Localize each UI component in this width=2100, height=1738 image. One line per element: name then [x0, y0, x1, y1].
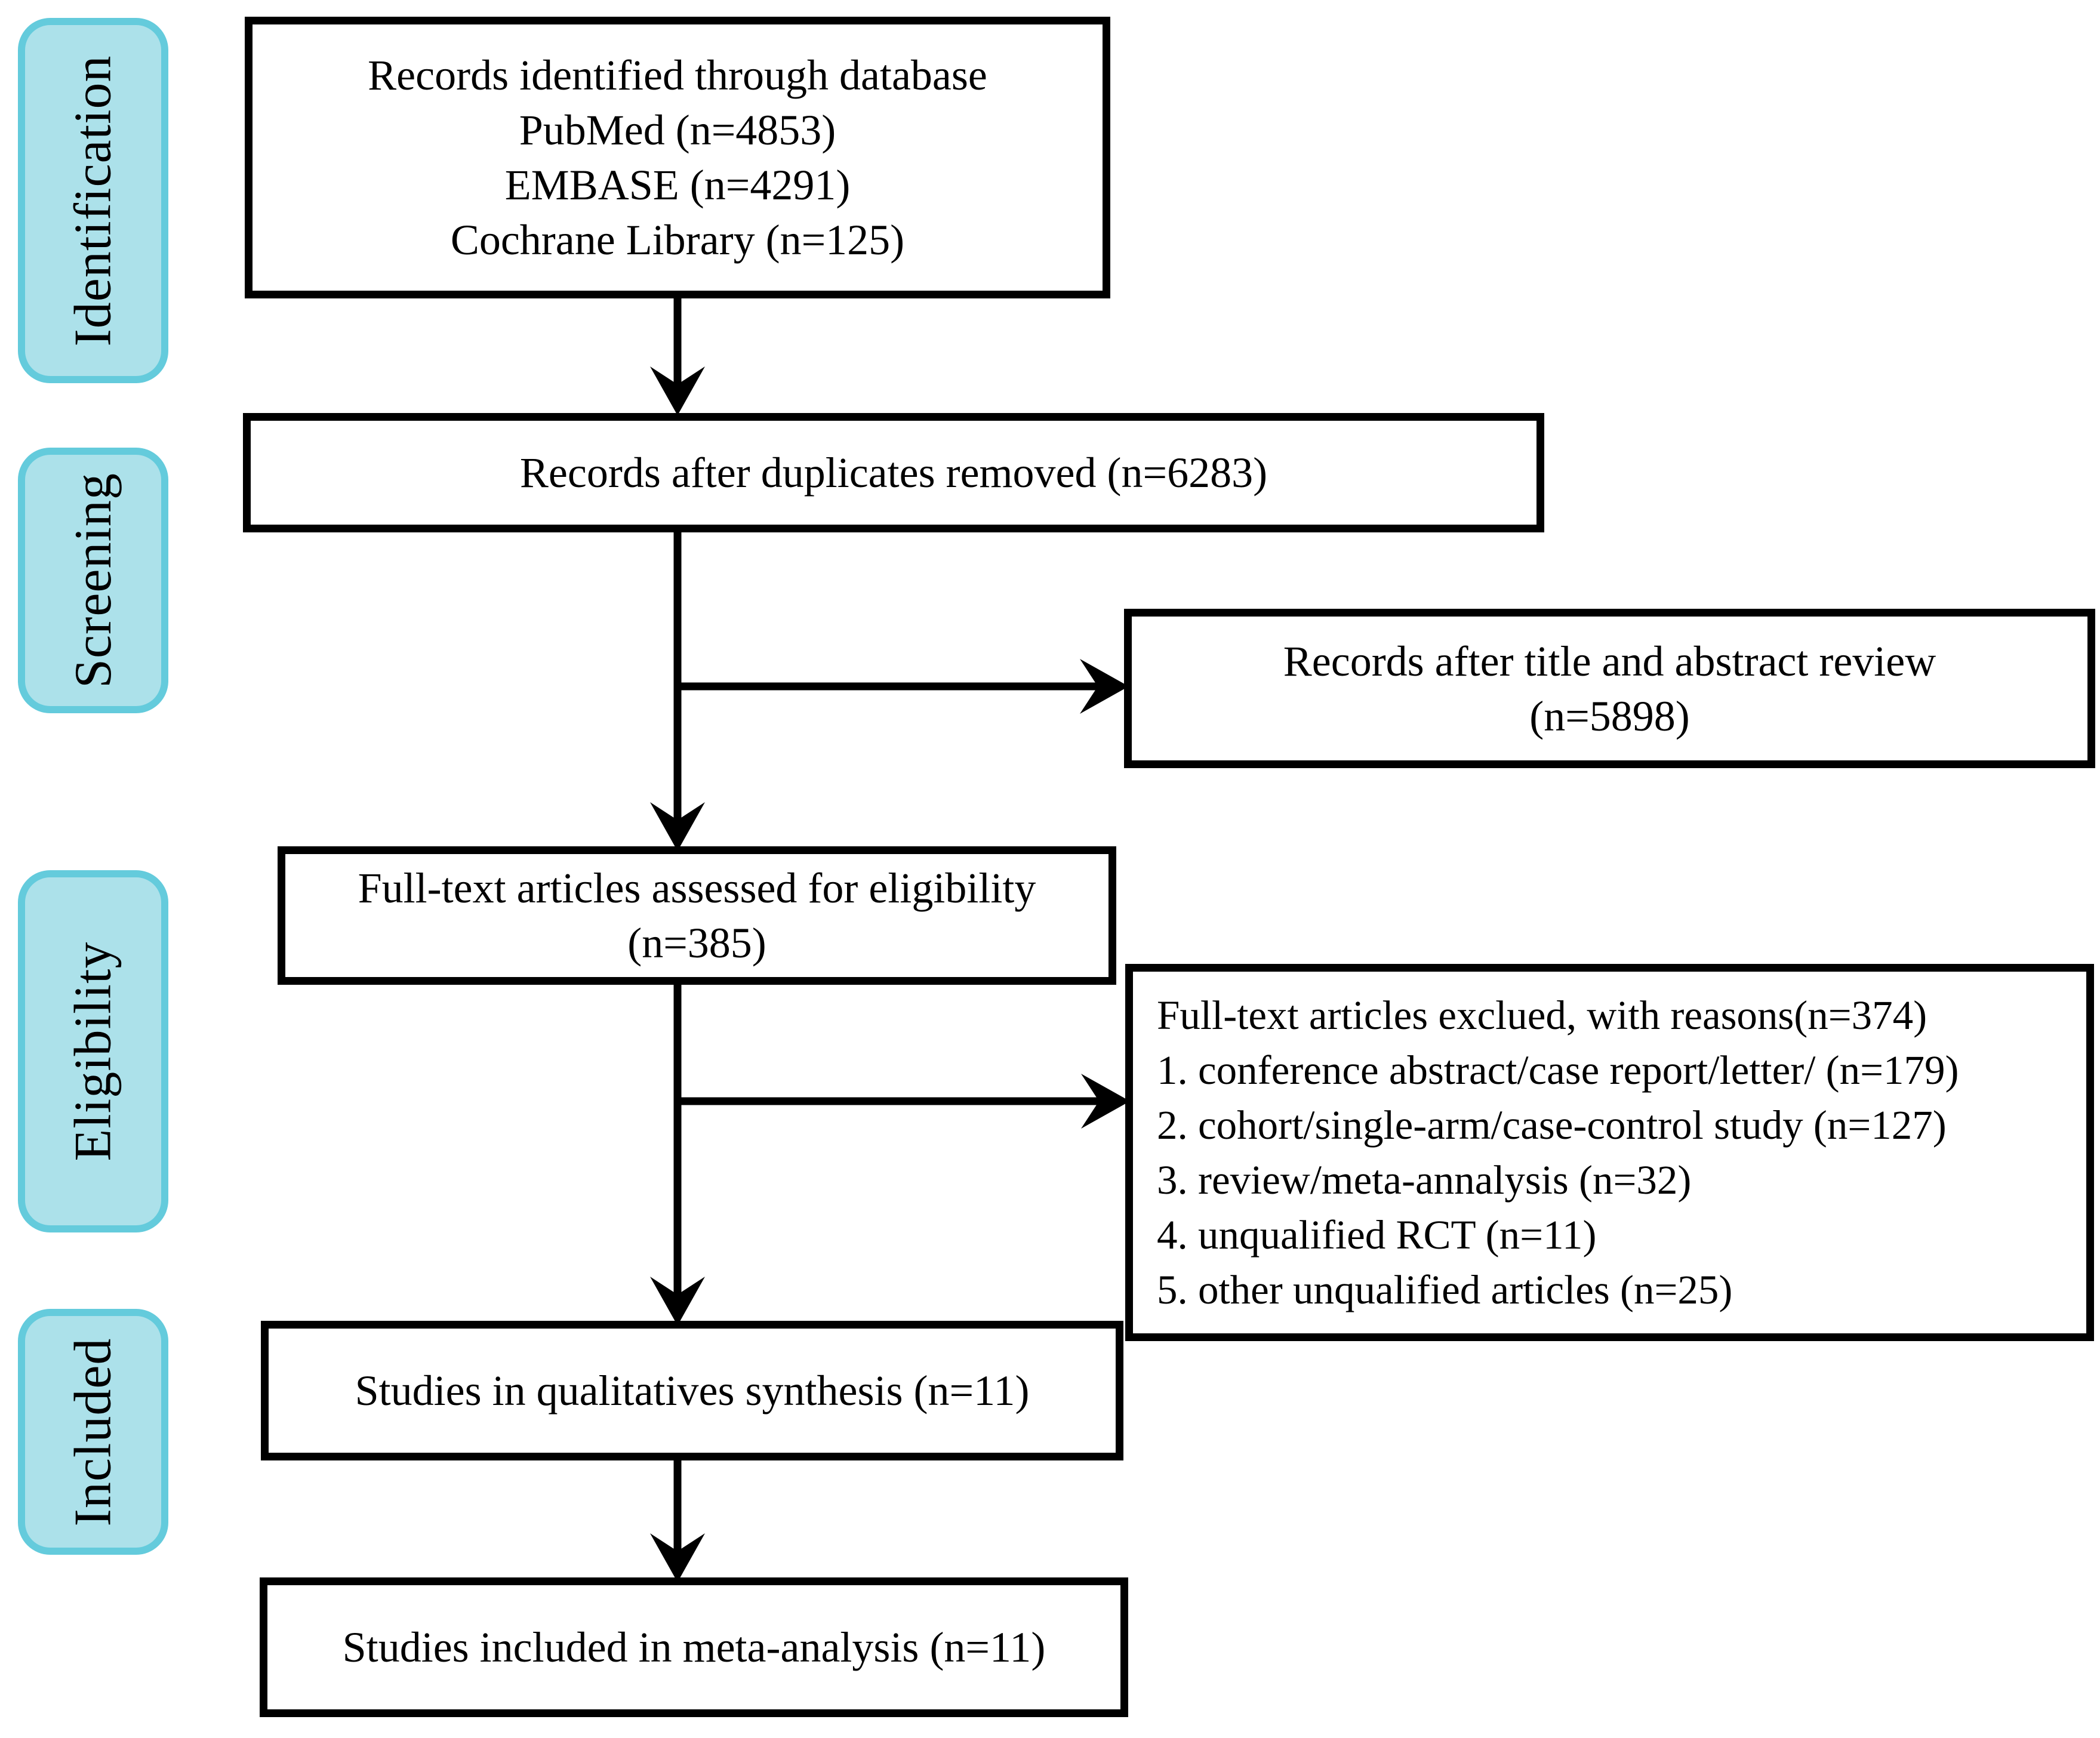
arrowhead-down-icon [650, 1533, 705, 1582]
stage-identification: Identification [18, 18, 168, 383]
stage-included: Included [18, 1309, 168, 1555]
records-identified-box: Records identified through database PubM… [245, 17, 1110, 298]
arrowhead-down-icon [650, 1277, 705, 1326]
title-abstract-review-count: (n=5898) [1529, 692, 1690, 740]
pubmed-count: PubMed (n=4853) [519, 106, 836, 154]
stage-eligibility: Eligibility [18, 870, 168, 1232]
stage-screening: Screening [18, 448, 168, 713]
title-abstract-review-line: Records after title and abstract review [1283, 637, 1936, 685]
meta-analysis-box: Studies included in meta-analysis (n=11) [260, 1577, 1128, 1717]
embase-count: EMBASE (n=4291) [504, 161, 851, 209]
title-abstract-review-box: Records after title and abstract review … [1124, 609, 2095, 768]
records-identified-line: Records identified through database [368, 51, 987, 99]
arrowhead-right-icon [1080, 659, 1129, 714]
excluded-reason-2: 2. cohort/single-arm/case-control study … [1157, 1102, 1947, 1148]
qualitative-synthesis-text: Studies in qualitatives synthesis (n=11) [355, 1367, 1030, 1415]
excluded-reason-3: 3. review/meta-annalysis (n=32) [1157, 1157, 1692, 1203]
stage-eligibility-label: Eligibility [64, 941, 122, 1161]
fulltext-assessed-box: Full-text articles assessed for eligibil… [278, 846, 1116, 985]
arrowhead-down-icon [650, 366, 705, 415]
arrowhead-right-icon [1081, 1074, 1130, 1129]
excluded-reason-5: 5. other unqualified articles (n=25) [1157, 1267, 1733, 1312]
excluded-reason-1: 1. conference abstract/case report/lette… [1157, 1047, 1959, 1093]
arrowhead-down-icon [650, 802, 705, 851]
cochrane-count: Cochrane Library (n=125) [450, 216, 905, 264]
qualitative-synthesis-box: Studies in qualitatives synthesis (n=11) [261, 1321, 1123, 1460]
excluded-reason-4: 4. unqualified RCT (n=11) [1157, 1212, 1597, 1258]
fulltext-excluded-box: Full-text articles exclued, with reasons… [1125, 964, 2094, 1341]
excluded-title: Full-text articles exclued, with reasons… [1157, 993, 1927, 1038]
fulltext-assessed-count: (n=385) [627, 919, 766, 967]
duplicates-removed-box: Records after duplicates removed (n=6283… [243, 413, 1544, 532]
stage-identification-label: Identification [64, 54, 122, 347]
fulltext-assessed-line: Full-text articles assessed for eligibil… [358, 864, 1036, 912]
duplicates-removed-text: Records after duplicates removed (n=6283… [519, 449, 1268, 497]
stage-included-label: Included [64, 1338, 122, 1526]
meta-analysis-text: Studies included in meta-analysis (n=11) [342, 1623, 1046, 1671]
stage-screening-label: Screening [64, 473, 122, 688]
